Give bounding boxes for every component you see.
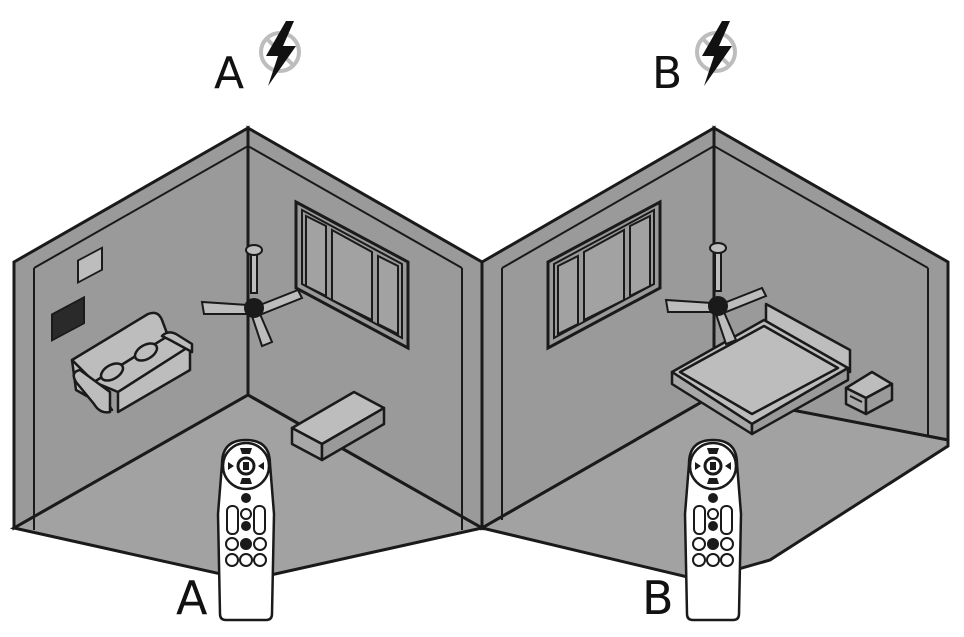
room-a-window [294,199,410,351]
remote-b-label: B [642,571,674,625]
remote-a-label: A [176,571,208,625]
room-a-sofa-icon [70,311,194,414]
room-a-top-label: A [214,48,244,99]
room-b-bed-icon [670,302,852,436]
room-b [477,125,950,582]
room-a [9,125,487,582]
power-cut-icon [695,19,737,88]
power-cut-icon [259,19,301,88]
room-a-wall-switch [77,246,103,285]
room-a-wall-socket [51,295,85,342]
room-b-nightstand [844,370,894,416]
room-b-window [546,199,662,351]
remote-a-icon [216,438,276,622]
room-a-tv-cabinet [290,390,386,462]
remote-b-icon [683,438,743,622]
room-b-top-label: B [652,48,682,99]
